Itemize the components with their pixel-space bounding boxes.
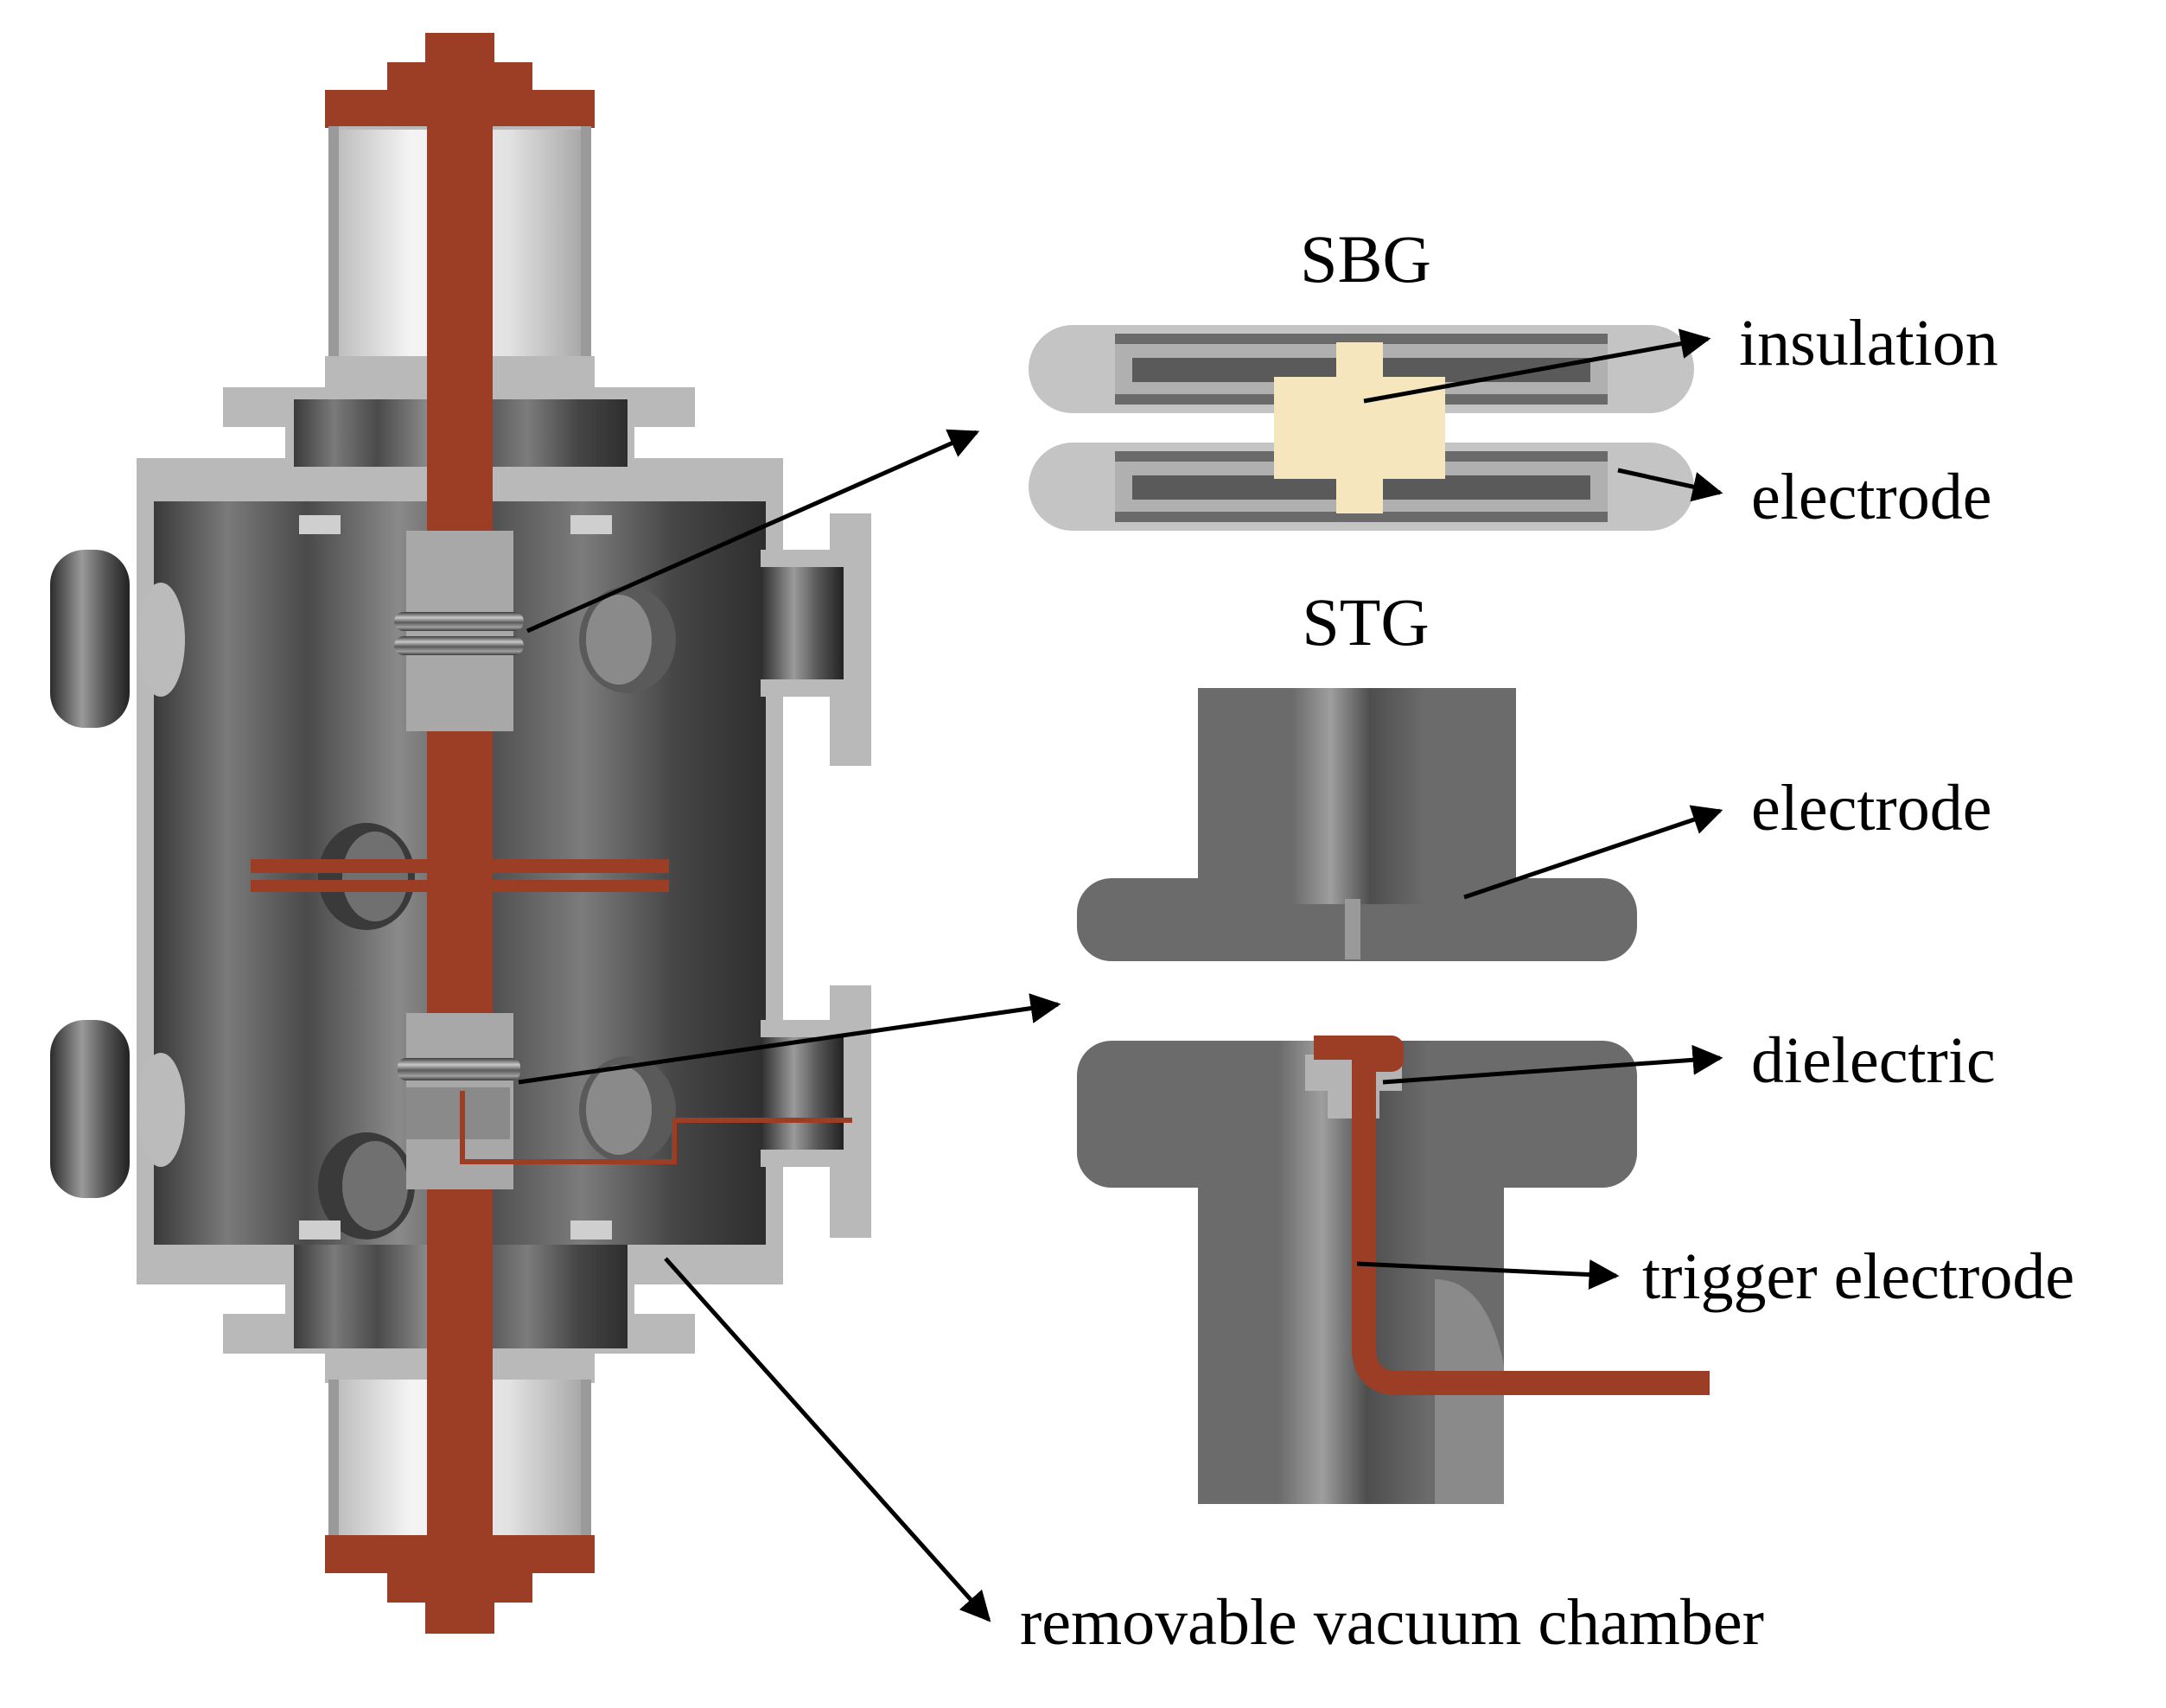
label-insulation: insulation [1739,307,1998,379]
bolt-markers [299,515,612,1240]
label-sbg-electrode: electrode [1751,461,1991,533]
stg-lower-electrode [1077,1041,1637,1504]
arrow-dielectric [1382,1044,1723,1085]
arrow-trigger-electrode [1356,1259,1620,1291]
arrow-stg-callout [518,993,1061,1085]
left-port-upper [50,550,185,728]
labels: insulation electrode electrode dielectri… [1020,307,2074,1659]
inner-viewports [318,586,676,1240]
label-trigger-electrode: trigger electrode [1642,1240,2074,1313]
label-removable-vacuum-chamber: removable vacuum chamber [1020,1586,1764,1659]
stg-trigger-electrode [1314,1036,1710,1395]
vacuum-switch-assembly [50,33,871,1634]
sbg-insulation [1274,342,1445,513]
arrow-sbg-electrode [1617,468,1723,502]
sbg-detail: SBG [1029,221,1694,531]
stg-detail: STG [1077,584,1710,1504]
arrow-insulation [1363,328,1711,404]
arrow-stg-electrode [1463,805,1723,900]
arrow-sbg-callout [526,429,980,634]
right-port-upper [761,513,871,766]
stg-title: STG [1302,584,1429,660]
central-electrode-rods [251,67,669,1601]
stg-upper-electrode [1077,688,1637,961]
stg-location [398,1058,852,1164]
label-stg-electrode: electrode [1751,772,1991,844]
left-port-lower [50,1020,185,1198]
right-port-lower [761,985,871,1238]
sbg-location [394,612,524,655]
arrow-removable-vacuum-chamber [664,1257,991,1622]
label-dielectric: dielectric [1751,1024,1996,1097]
sbg-title: SBG [1300,221,1431,296]
leader-arrows [518,328,1723,1622]
